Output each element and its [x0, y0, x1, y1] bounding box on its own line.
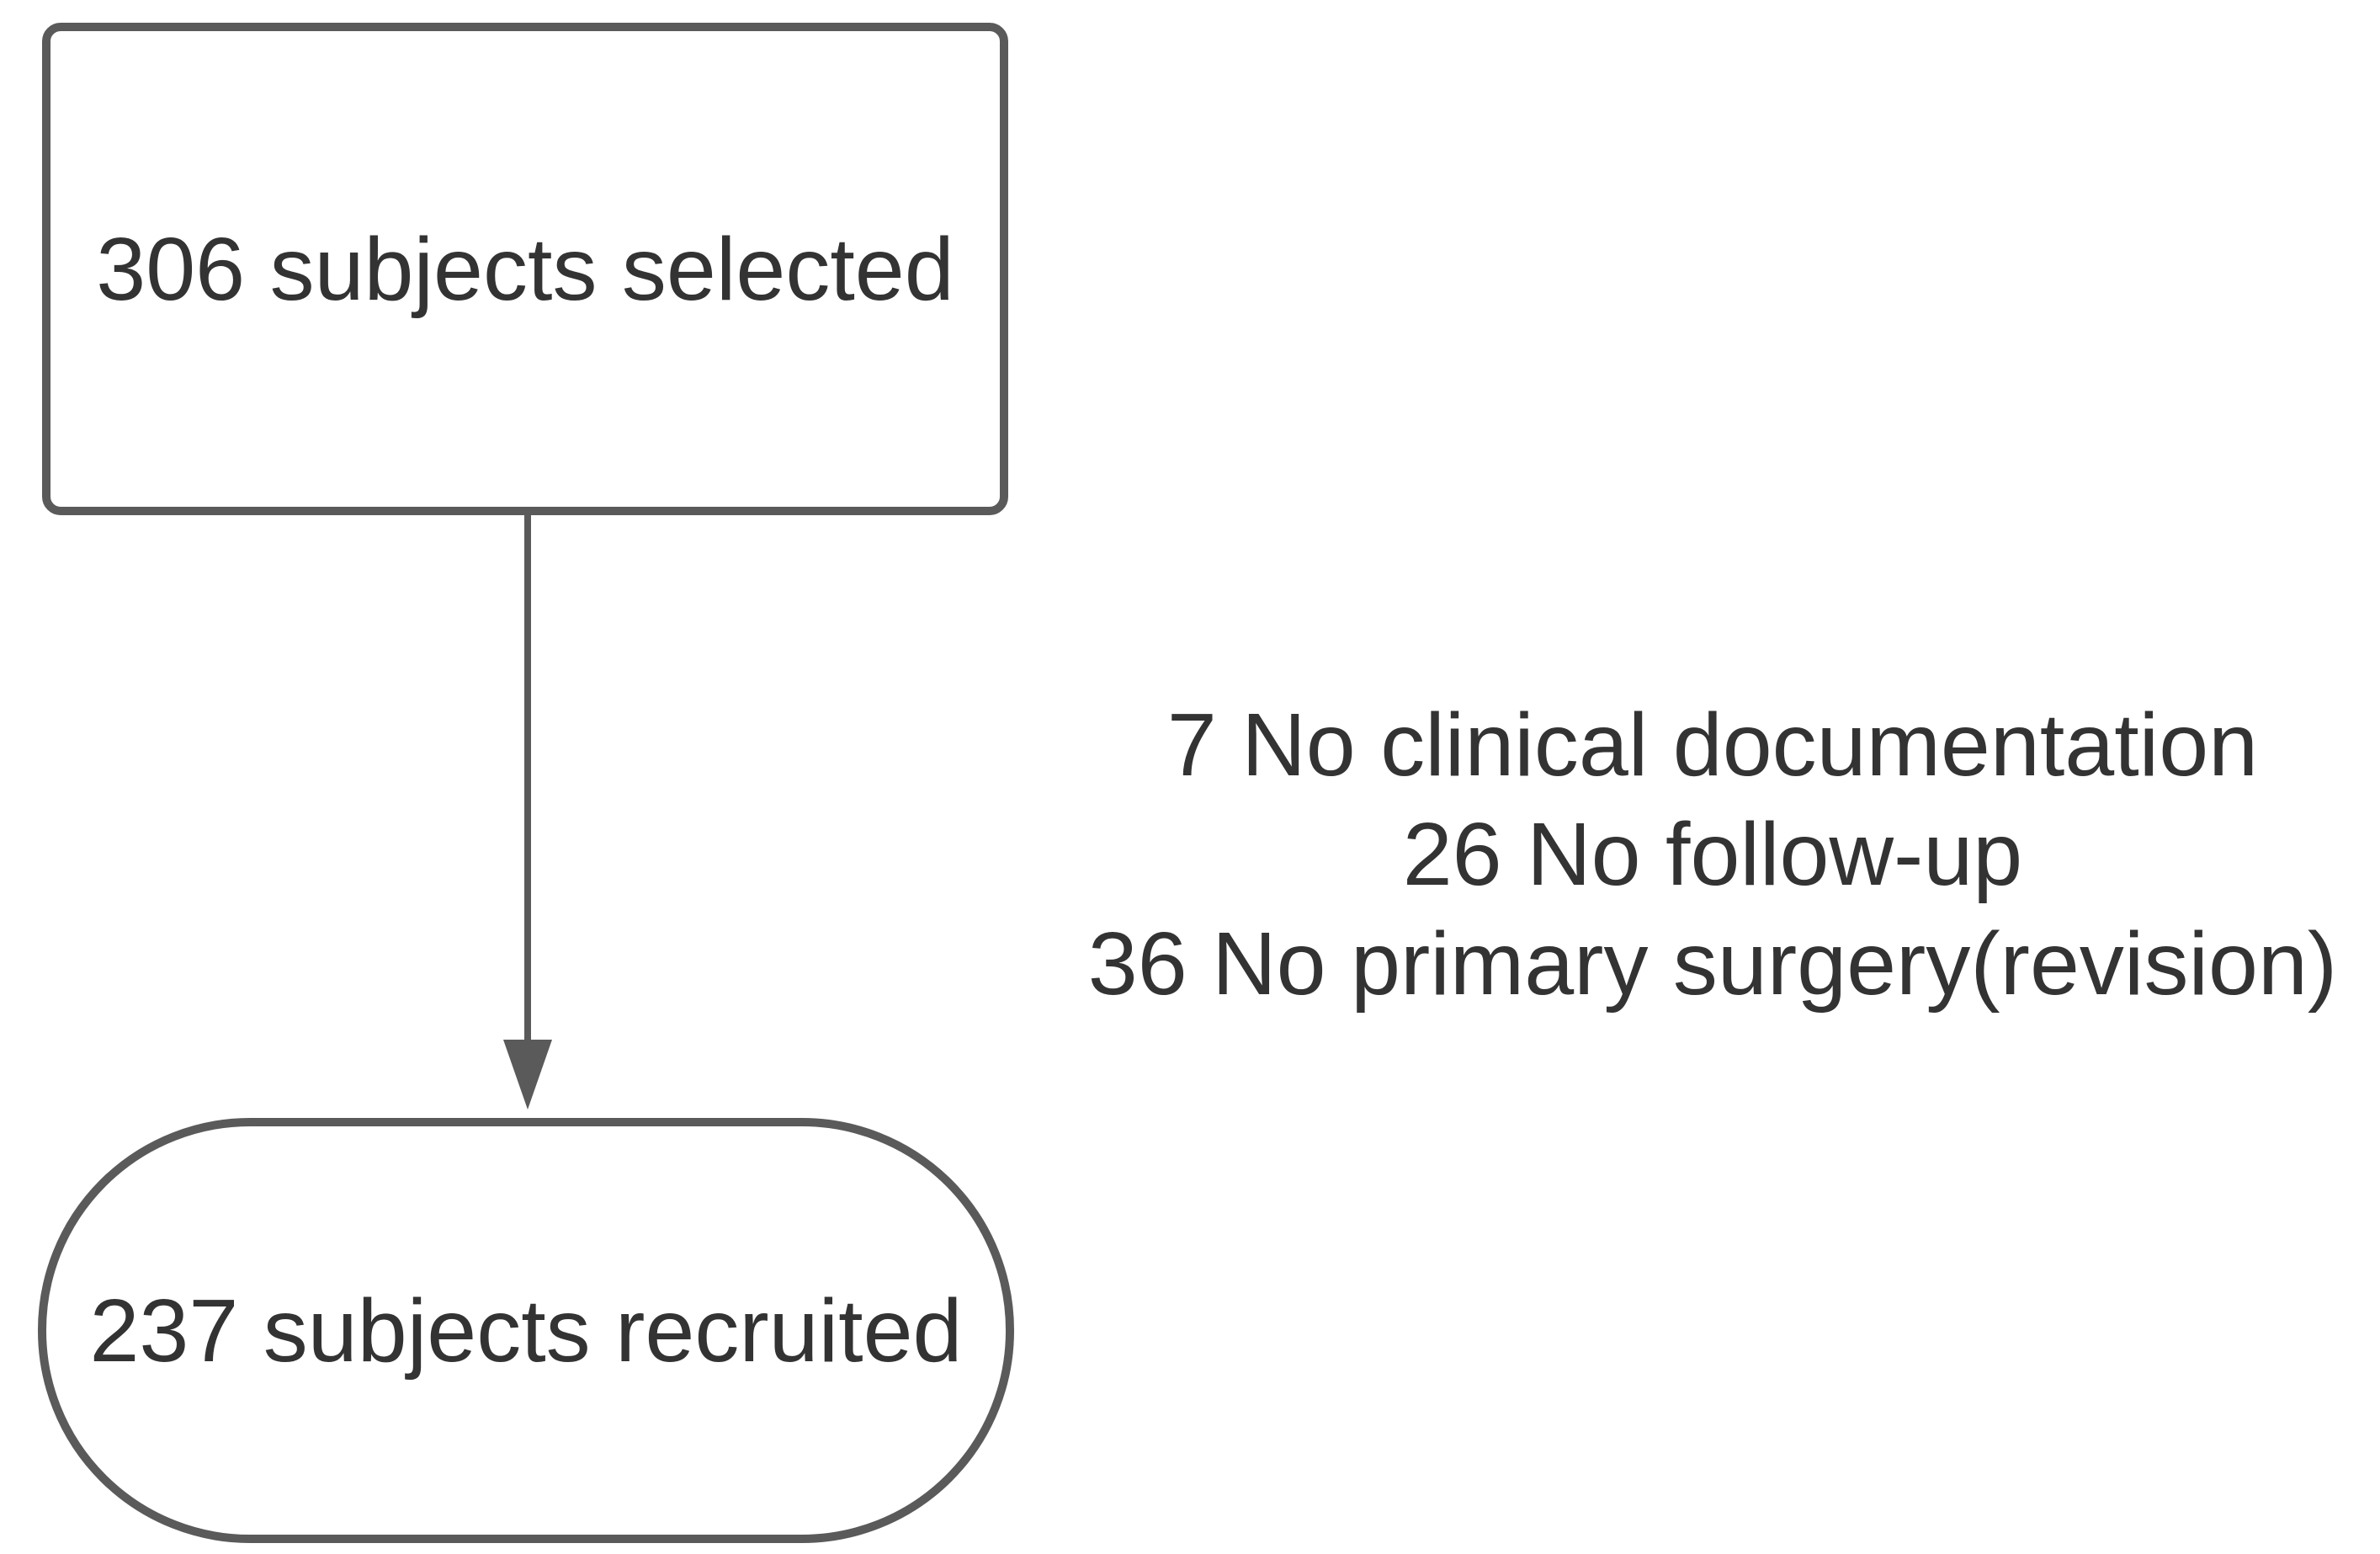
exclusion-no-documentation: 7 No clinical documentation: [1166, 695, 2259, 795]
selected-subjects-box: 306 subjects selected: [42, 23, 1008, 515]
selected-subjects-label: 306 subjects selected: [96, 220, 954, 319]
exclusion-revision-surgery: 36 No primary surgery(revision): [1087, 914, 2338, 1014]
recruited-subjects-label: 237 subjects recruited: [89, 1281, 963, 1381]
arrowhead-icon: [503, 1040, 552, 1110]
exclusion-no-follow-up: 26 No follow-up: [1402, 805, 2023, 904]
exclusion-reasons: 7 No clinical documentation 26 No follow…: [1052, 690, 2373, 1019]
recruited-subjects-box: 237 subjects recruited: [38, 1118, 1014, 1543]
